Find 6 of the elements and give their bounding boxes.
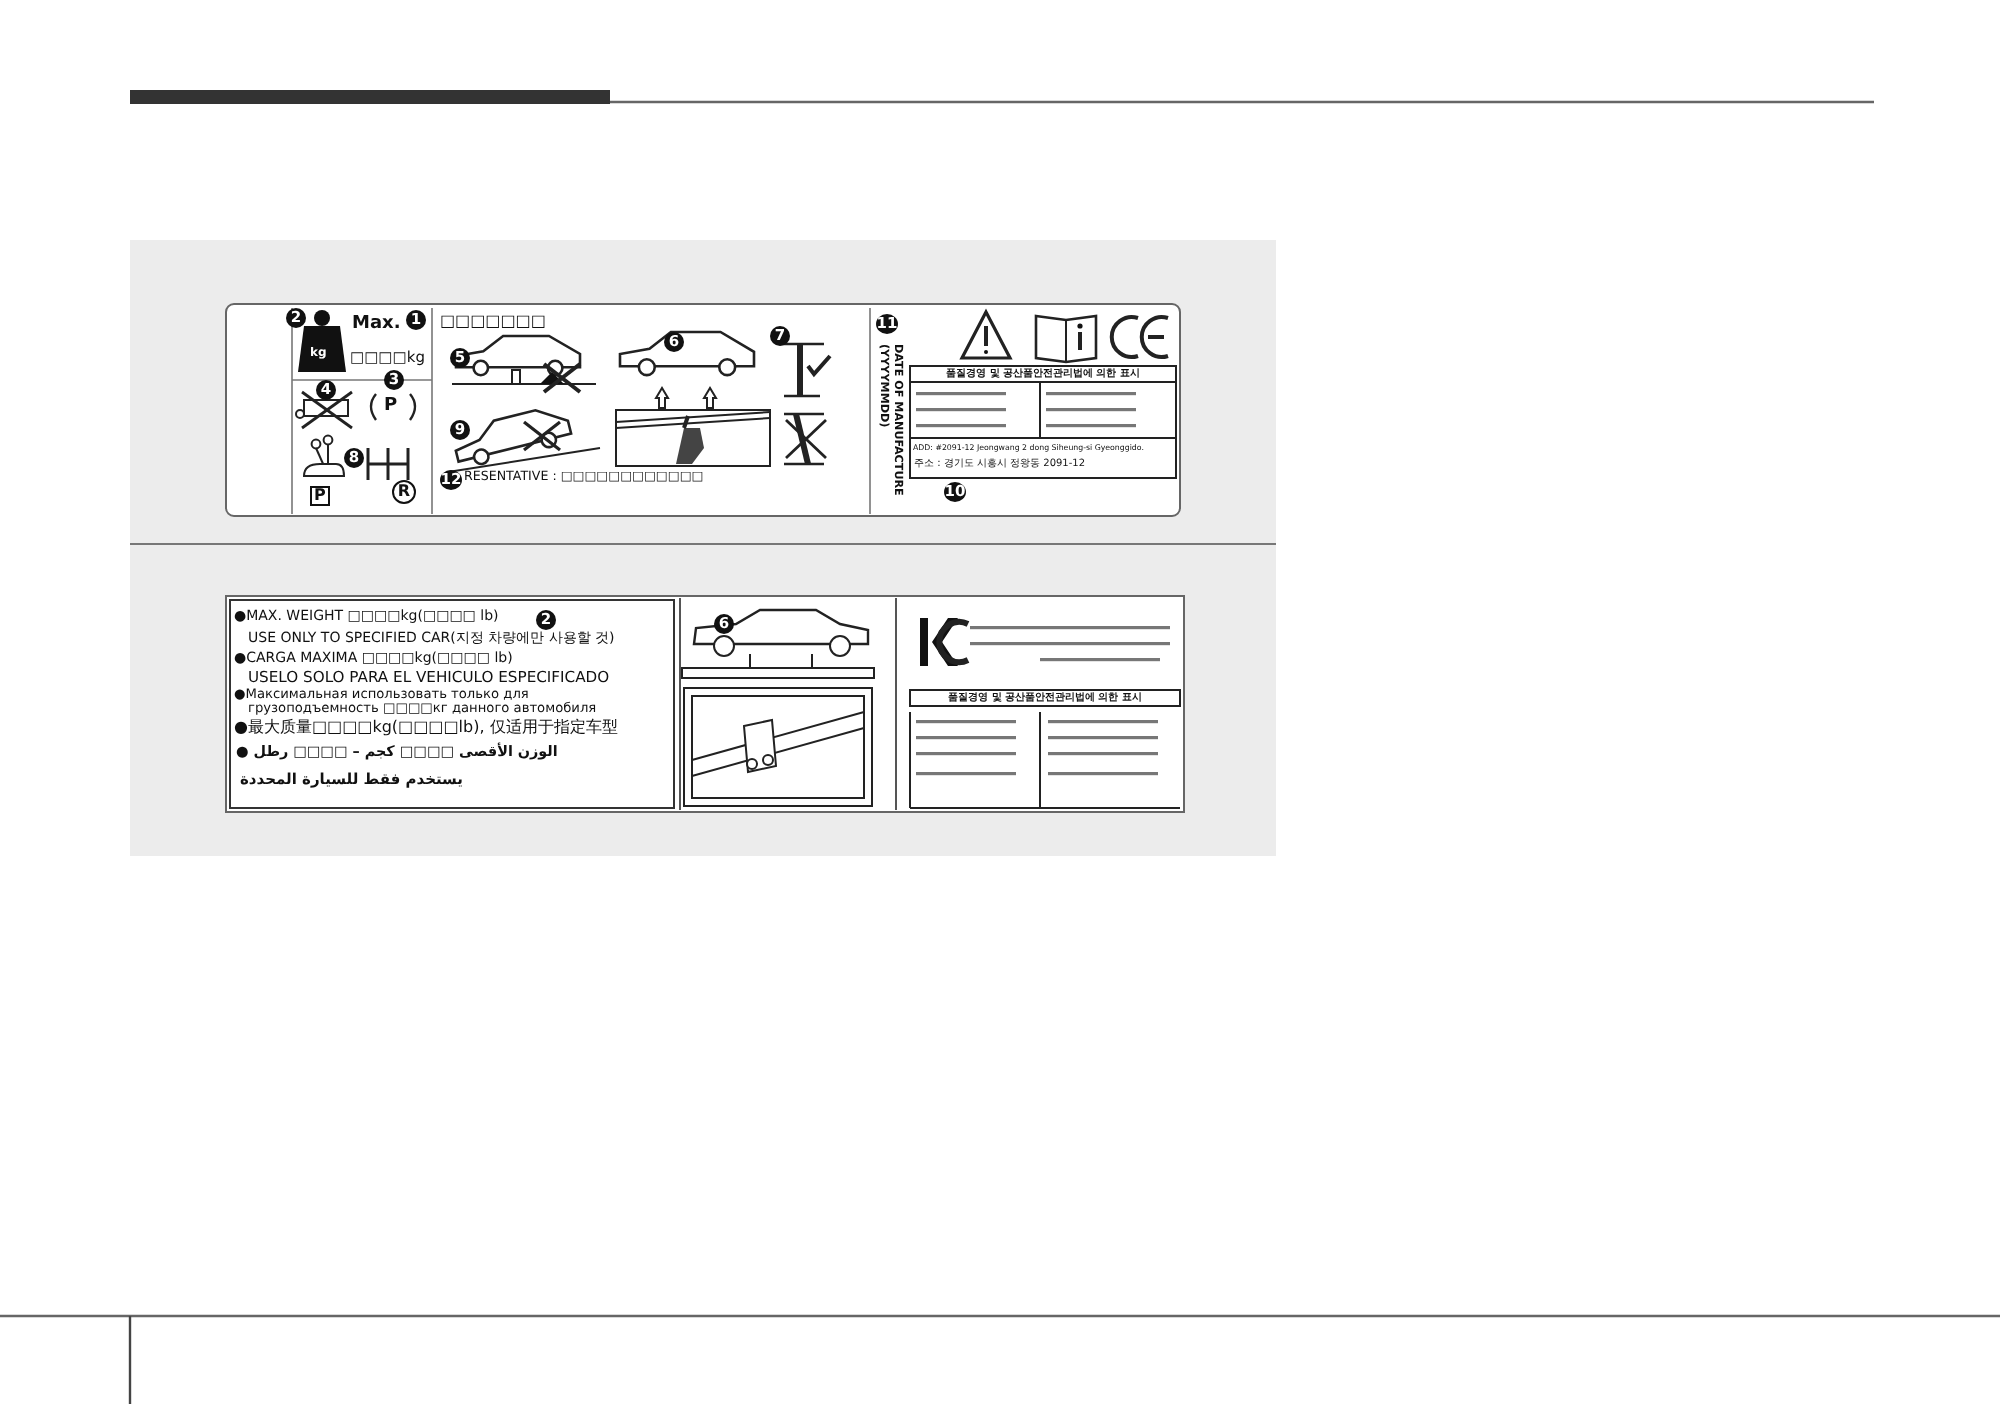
placeholder-text: □□□□□□□ bbox=[440, 314, 546, 330]
parking-letter: P bbox=[384, 398, 398, 416]
park-sign: P bbox=[310, 486, 330, 506]
label-text: ●最大质量□□□□kg(□□□□lb), 仅适用于指定车型 bbox=[234, 720, 618, 736]
max-text: Max. bbox=[352, 316, 401, 334]
reverse-sign: R bbox=[392, 480, 416, 504]
